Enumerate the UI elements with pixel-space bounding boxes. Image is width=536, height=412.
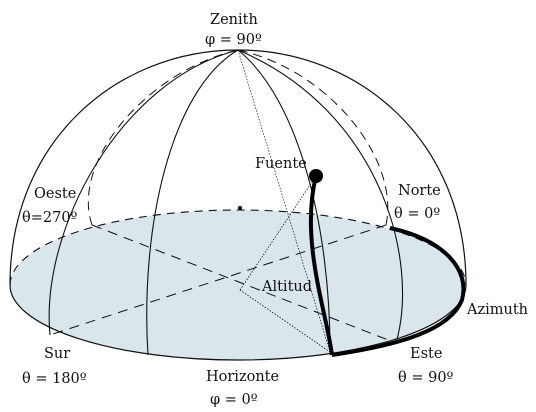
observer-to-source-line bbox=[239, 175, 317, 291]
label-altitude: Altitud bbox=[261, 279, 312, 295]
label-west-angle: θ=270º bbox=[22, 210, 78, 226]
horizon-plane bbox=[10, 210, 466, 360]
source-projection-line bbox=[239, 289, 331, 353]
meridian-right-inner bbox=[237, 49, 331, 351]
label-south-angle: θ = 180º bbox=[22, 371, 87, 387]
azimuth-arc bbox=[331, 226, 466, 357]
meridian-back-left bbox=[87, 49, 239, 226]
altitude-arc bbox=[308, 175, 334, 356]
label-north-angle: θ = 0º bbox=[394, 206, 440, 222]
label-east-angle: θ = 90º bbox=[398, 370, 454, 386]
horizon-front-rim bbox=[9, 284, 467, 361]
label-east: Este bbox=[410, 346, 442, 362]
label-zenith: Zenith bbox=[210, 12, 258, 28]
label-zenith-angle: φ = 90º bbox=[205, 32, 262, 48]
horizon-back-rim bbox=[9, 209, 467, 286]
source-point bbox=[309, 169, 323, 183]
label-azimuth: Azimuth bbox=[466, 302, 528, 318]
meridian-left-inner bbox=[146, 49, 239, 356]
label-horizon: Horizonte bbox=[206, 369, 279, 385]
horizon-line-west-east bbox=[91, 224, 397, 344]
rim-marker bbox=[238, 206, 242, 210]
meridian-back-right bbox=[237, 49, 389, 226]
label-horizon-angle: φ = 0º bbox=[210, 392, 258, 408]
label-source: Fuente bbox=[255, 156, 307, 172]
label-south: Sur bbox=[44, 346, 70, 362]
label-west: Oeste bbox=[34, 186, 76, 202]
meridian-right-outer bbox=[237, 49, 403, 344]
label-north: Norte bbox=[398, 183, 441, 199]
horizon-line-north-south bbox=[49, 224, 387, 336]
